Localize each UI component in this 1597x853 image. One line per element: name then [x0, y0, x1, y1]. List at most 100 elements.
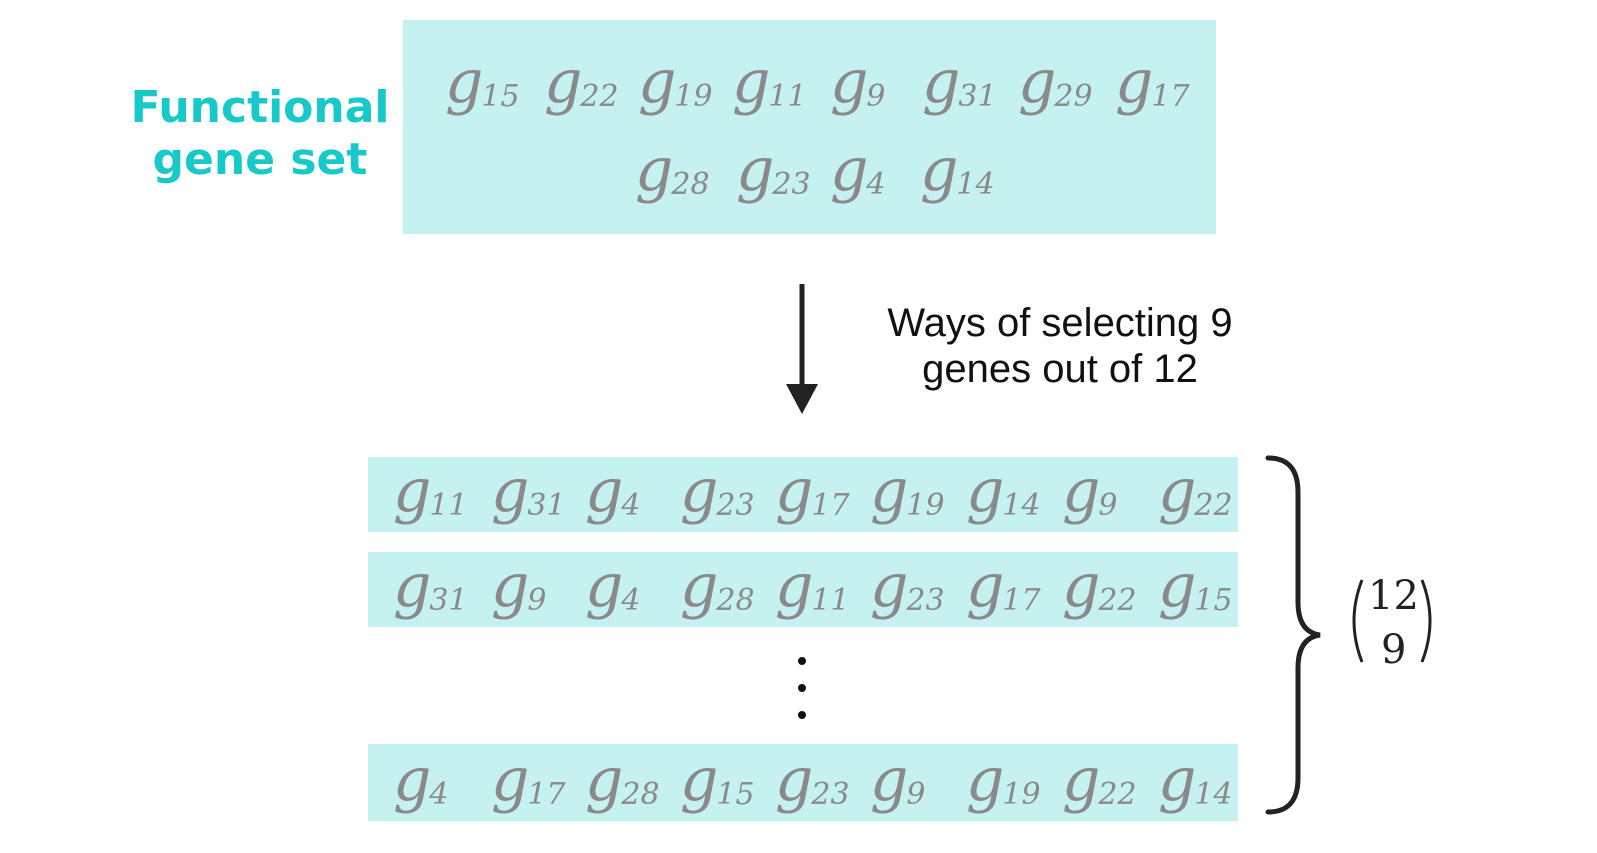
selected-gene: g4 — [393, 750, 449, 810]
gene-index: 14 — [1194, 777, 1233, 812]
right-curly-brace-icon — [1265, 455, 1321, 815]
gene-symbol: g — [830, 47, 869, 117]
selected-gene: g9 — [491, 556, 547, 616]
gene-symbol: g — [585, 551, 624, 621]
gene-index: 9 — [527, 583, 547, 618]
gene-index: 9 — [1098, 488, 1118, 523]
gene-symbol: g — [491, 456, 530, 526]
gene-symbol: g — [1158, 745, 1197, 815]
selected-gene: g19 — [966, 750, 1041, 810]
gene-index: 23 — [906, 583, 945, 618]
selected-gene: g22 — [1062, 556, 1137, 616]
gene-symbol: g — [1062, 456, 1101, 526]
functional-gene-set-panel — [403, 20, 1216, 234]
functional-label-line-2: gene set — [152, 134, 368, 185]
functional-gene: g15 — [445, 52, 520, 112]
gene-symbol: g — [966, 456, 1005, 526]
binomial-left-paren-icon — [1352, 579, 1364, 663]
gene-index: 15 — [1194, 583, 1233, 618]
gene-index: 23 — [811, 777, 850, 812]
gene-symbol: g — [736, 135, 775, 205]
binomial-k: 9 — [1381, 627, 1407, 673]
functional-gene: g28 — [635, 140, 710, 200]
gene-symbol: g — [445, 47, 484, 117]
gene-symbol: g — [680, 745, 719, 815]
functional-gene: g14 — [920, 140, 995, 200]
gene-symbol: g — [393, 551, 432, 621]
gene-symbol: g — [1062, 551, 1101, 621]
selected-gene: g14 — [1158, 750, 1233, 810]
gene-index: 23 — [772, 167, 811, 202]
vertical-ellipsis-icon — [798, 657, 806, 719]
functional-gene: g22 — [544, 52, 619, 112]
gene-index: 19 — [674, 79, 713, 114]
selected-gene: g14 — [966, 461, 1041, 521]
gene-symbol: g — [491, 551, 530, 621]
gene-index: 9 — [866, 79, 886, 114]
gene-index: 28 — [716, 583, 755, 618]
gene-symbol: g — [680, 456, 719, 526]
gene-index: 23 — [716, 488, 755, 523]
gene-index: 31 — [429, 583, 468, 618]
selected-gene: g4 — [585, 461, 641, 521]
selected-gene: g15 — [1158, 556, 1233, 616]
selection-row-panel-3 — [368, 744, 1238, 821]
gene-index: 28 — [621, 777, 660, 812]
gene-index: 11 — [811, 583, 850, 618]
gene-symbol: g — [393, 456, 432, 526]
selected-gene: g11 — [775, 556, 850, 616]
arrow-caption-line-1: Ways of selecting 9 — [887, 301, 1233, 345]
functional-gene: g23 — [736, 140, 811, 200]
gene-symbol: g — [585, 745, 624, 815]
gene-symbol: g — [491, 745, 530, 815]
selected-gene: g31 — [393, 556, 468, 616]
gene-symbol: g — [775, 456, 814, 526]
gene-symbol: g — [1115, 47, 1154, 117]
selected-gene: g19 — [870, 461, 945, 521]
gene-symbol: g — [922, 47, 961, 117]
gene-symbol: g — [830, 135, 869, 205]
selected-gene: g17 — [966, 556, 1041, 616]
functional-gene: g29 — [1018, 52, 1093, 112]
selected-gene: g11 — [393, 461, 468, 521]
selected-gene: g22 — [1158, 461, 1233, 521]
gene-index: 22 — [1194, 488, 1233, 523]
arrow-caption-line-2: genes out of 12 — [922, 347, 1198, 391]
functional-gene: g4 — [830, 140, 886, 200]
functional-label-line-1: Functional — [130, 82, 390, 133]
gene-symbol: g — [775, 745, 814, 815]
gene-index: 4 — [866, 167, 886, 202]
functional-gene: g17 — [1115, 52, 1190, 112]
gene-index: 22 — [1098, 777, 1137, 812]
down-arrow-icon — [786, 284, 818, 414]
selected-gene: g17 — [491, 750, 566, 810]
arrow-caption: Ways of selecting 9 genes out of 12 — [860, 300, 1260, 392]
selected-gene: g15 — [680, 750, 755, 810]
gene-index: 28 — [671, 167, 710, 202]
gene-symbol: g — [638, 47, 677, 117]
gene-symbol: g — [680, 551, 719, 621]
gene-index: 4 — [621, 583, 641, 618]
gene-symbol: g — [1018, 47, 1057, 117]
binomial-n: 12 — [1368, 573, 1419, 619]
selection-row-panel-1 — [368, 457, 1238, 532]
gene-index: 29 — [1054, 79, 1093, 114]
gene-symbol: g — [1062, 745, 1101, 815]
gene-index: 19 — [1002, 777, 1041, 812]
gene-symbol: g — [920, 135, 959, 205]
gene-index: 11 — [429, 488, 468, 523]
gene-index: 14 — [956, 167, 995, 202]
gene-index: 31 — [527, 488, 566, 523]
gene-index: 17 — [1151, 79, 1190, 114]
gene-index: 17 — [1002, 583, 1041, 618]
gene-index: 19 — [906, 488, 945, 523]
gene-symbol: g — [732, 47, 771, 117]
selected-gene: g28 — [585, 750, 660, 810]
selected-gene: g23 — [775, 750, 850, 810]
selected-gene: g23 — [680, 461, 755, 521]
selected-gene: g23 — [870, 556, 945, 616]
selected-gene: g4 — [585, 556, 641, 616]
functional-gene-set-label: Functional gene set — [130, 82, 390, 186]
selected-gene: g9 — [870, 750, 926, 810]
gene-symbol: g — [775, 551, 814, 621]
